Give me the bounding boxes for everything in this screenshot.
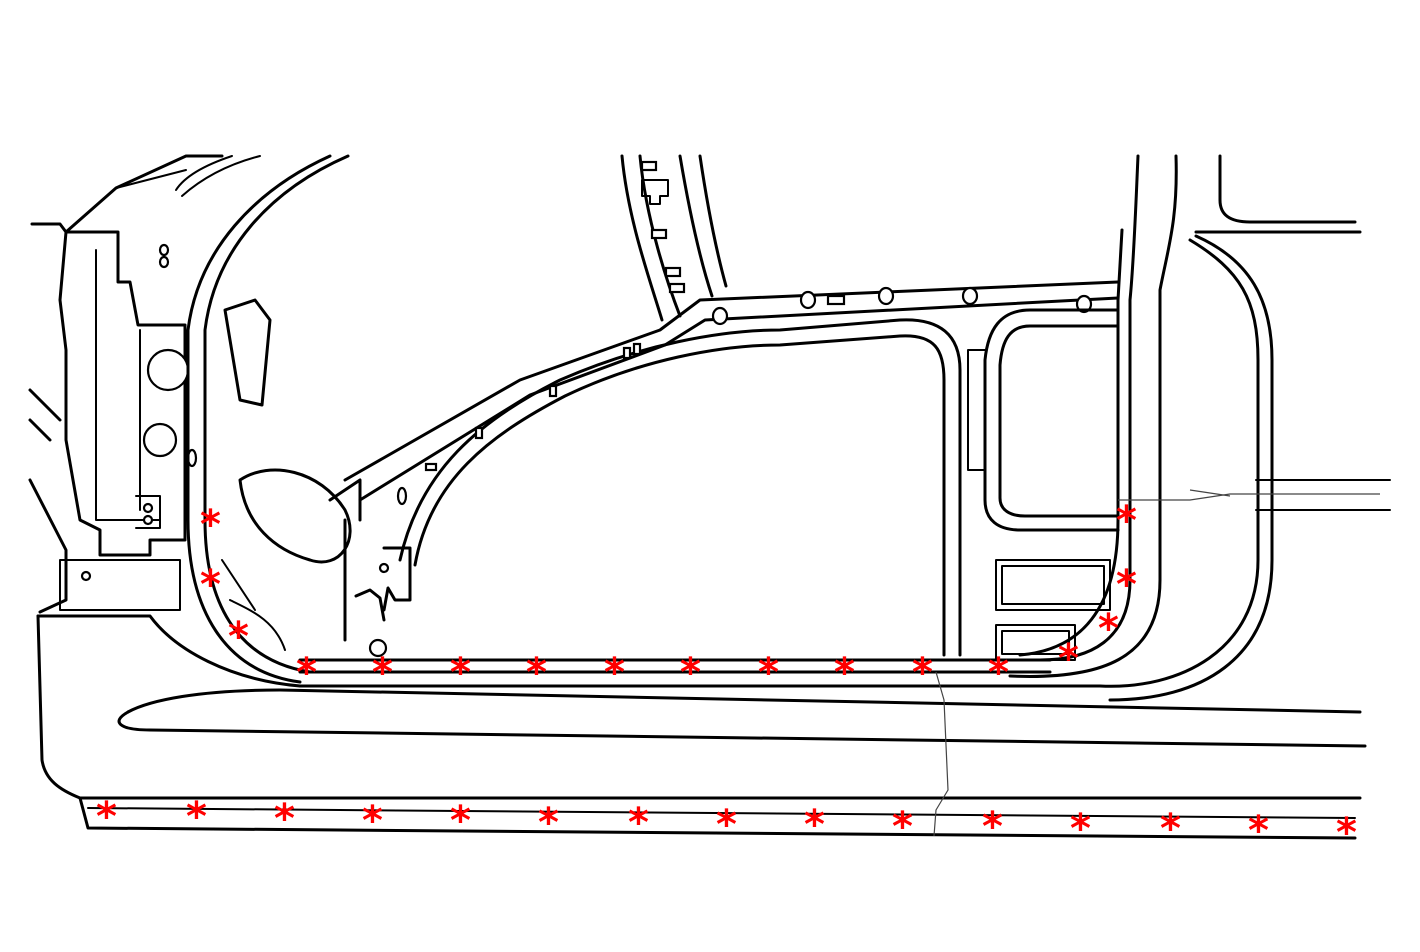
weld-marker: *: [628, 800, 649, 846]
rocker-sill-panel: [36, 614, 1367, 840]
weld-marker: *: [1098, 606, 1119, 652]
weld-marker: *: [758, 650, 779, 696]
weld-marker: *: [538, 800, 559, 846]
weld-marker: *: [186, 794, 207, 840]
weld-marker: *: [362, 798, 383, 844]
weld-marker: *: [1160, 806, 1181, 852]
weld-marker: *: [296, 650, 317, 696]
weld-marker: *: [892, 804, 913, 850]
weld-marker: *: [526, 650, 547, 696]
weld-marker: *: [988, 650, 1009, 696]
weld-marker: *: [200, 562, 221, 608]
weld-marker: *: [450, 798, 471, 844]
weld-marker: *: [1248, 808, 1269, 854]
weld-marker: *: [1116, 498, 1137, 544]
weld-marker: *: [372, 650, 393, 696]
weld-marker: *: [228, 614, 249, 660]
weld-marker: *: [1336, 810, 1357, 856]
weld-marker: *: [912, 650, 933, 696]
weld-marker: *: [450, 650, 471, 696]
weld-marker: *: [96, 794, 117, 840]
weld-marker: *: [604, 650, 625, 696]
weld-marker: *: [200, 502, 221, 548]
weld-markers: * * * * * * * * * * * * * * * * * * * * …: [96, 498, 1357, 856]
weld-marker: *: [274, 796, 295, 842]
weld-marker: *: [1070, 806, 1091, 852]
weld-marker: *: [680, 650, 701, 696]
weld-marker: *: [716, 802, 737, 848]
front-a-pillar: [175, 154, 362, 684]
weld-marker: *: [1058, 636, 1079, 682]
front-body-structure: [28, 154, 224, 614]
rear-pillar-and-quarter: [298, 154, 1391, 702]
weld-marker: *: [1116, 562, 1137, 608]
weld-marker: *: [834, 650, 855, 696]
roof-rail-and-door-opening: [343, 154, 1120, 661]
weld-marker: *: [982, 804, 1003, 850]
weld-marker: *: [804, 802, 825, 848]
